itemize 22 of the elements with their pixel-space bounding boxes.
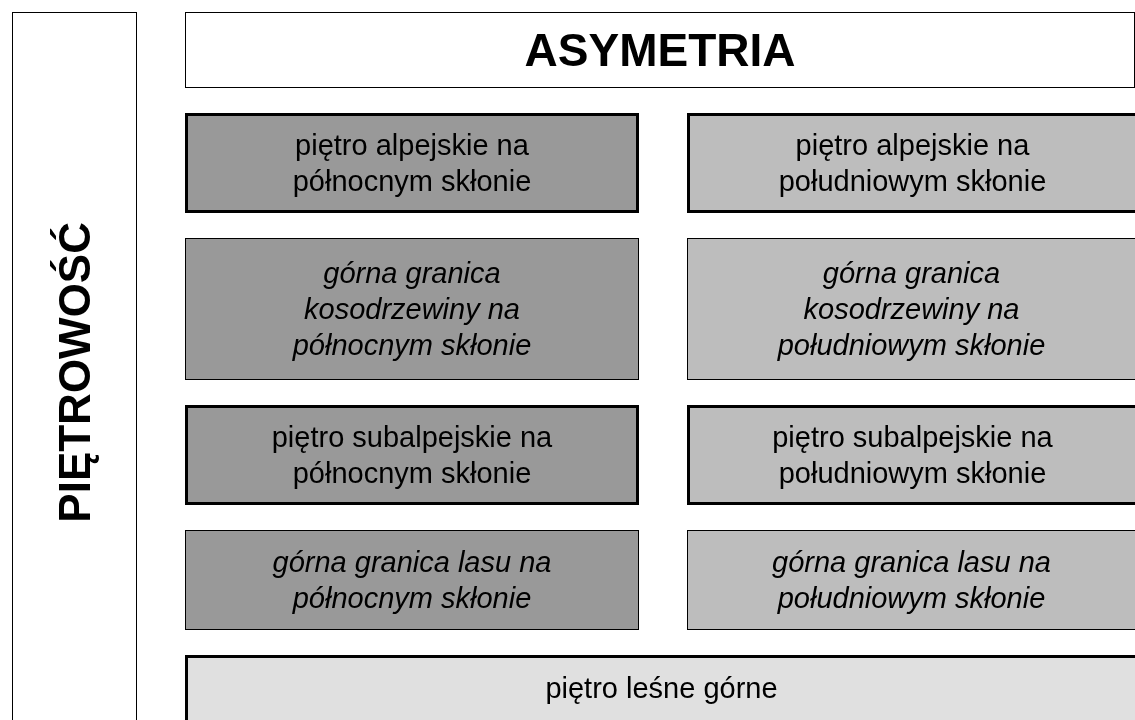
zone-label: piętro leśne górne — [545, 671, 778, 706]
zone-box — [185, 405, 639, 505]
axis-title: PIĘTROWOŚĆ — [49, 222, 100, 523]
boundary-box — [185, 530, 639, 630]
boundary-label: górna granica lasu na północnym skłonie — [271, 545, 553, 616]
side-panel — [12, 12, 137, 720]
zone-box — [185, 113, 639, 213]
zone-label: piętro subalpejskie na południowym skłonie — [771, 420, 1054, 491]
boundary-box — [687, 238, 1135, 380]
zone-box — [687, 113, 1135, 213]
zone-label: piętro subalpejskie na północnym skłonie — [270, 420, 554, 491]
boundary-box — [687, 530, 1135, 630]
zone-box — [687, 405, 1135, 505]
boundary-label: górna granica kosodrzewiny na południowym skłonie — [776, 256, 1047, 363]
boundary-label: górna granica kosodrzewiny na północnym skłonie — [291, 256, 533, 363]
zone-band — [185, 655, 1135, 720]
header-box — [185, 12, 1135, 88]
zone-label: piętro alpejskie na północnym skłonie — [291, 128, 533, 199]
boundary-box — [185, 238, 639, 380]
zone-label: piętro alpejskie na południowym skłonie — [777, 128, 1048, 199]
boundary-label: górna granica lasu na południowym skłonie — [771, 545, 1052, 616]
header-title: ASYMETRIA — [524, 24, 796, 76]
